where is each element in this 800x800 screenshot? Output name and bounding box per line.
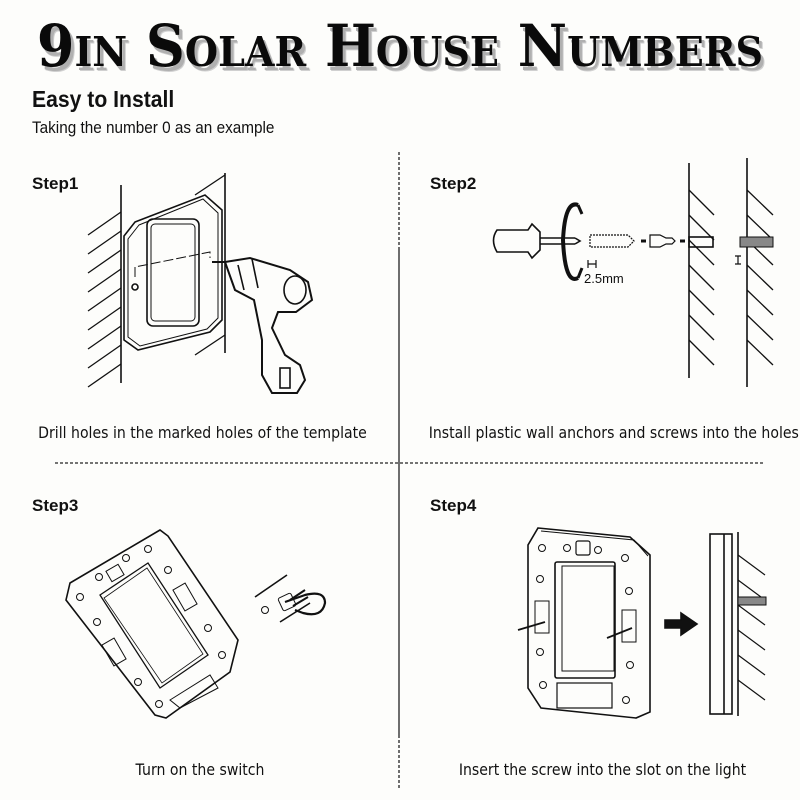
screwdriver-icon xyxy=(492,158,774,387)
step4-caption: Insert the screw into the slot on the li… xyxy=(458,760,747,779)
step3-caption: Turn on the switch xyxy=(135,760,265,779)
mount-arrow-icon xyxy=(517,527,767,719)
dimension-label: 2.5mm xyxy=(584,271,624,286)
section-note: Taking the number 0 as an example xyxy=(32,118,275,137)
step2-caption: Install plastic wall anchors and screws … xyxy=(428,423,799,442)
section-heading: Easy to Install xyxy=(32,86,175,112)
step3-label: Step3 xyxy=(32,496,79,515)
step2-label: Step2 xyxy=(430,174,477,193)
switch-hand-icon xyxy=(65,529,327,719)
step1-caption: Drill holes in the marked holes of the t… xyxy=(38,423,367,442)
page-title: 9in Solar House Numbers xyxy=(36,12,764,80)
step1-label: Step1 xyxy=(32,174,79,193)
drill-icon xyxy=(87,173,314,394)
step4-label: Step4 xyxy=(430,496,477,515)
